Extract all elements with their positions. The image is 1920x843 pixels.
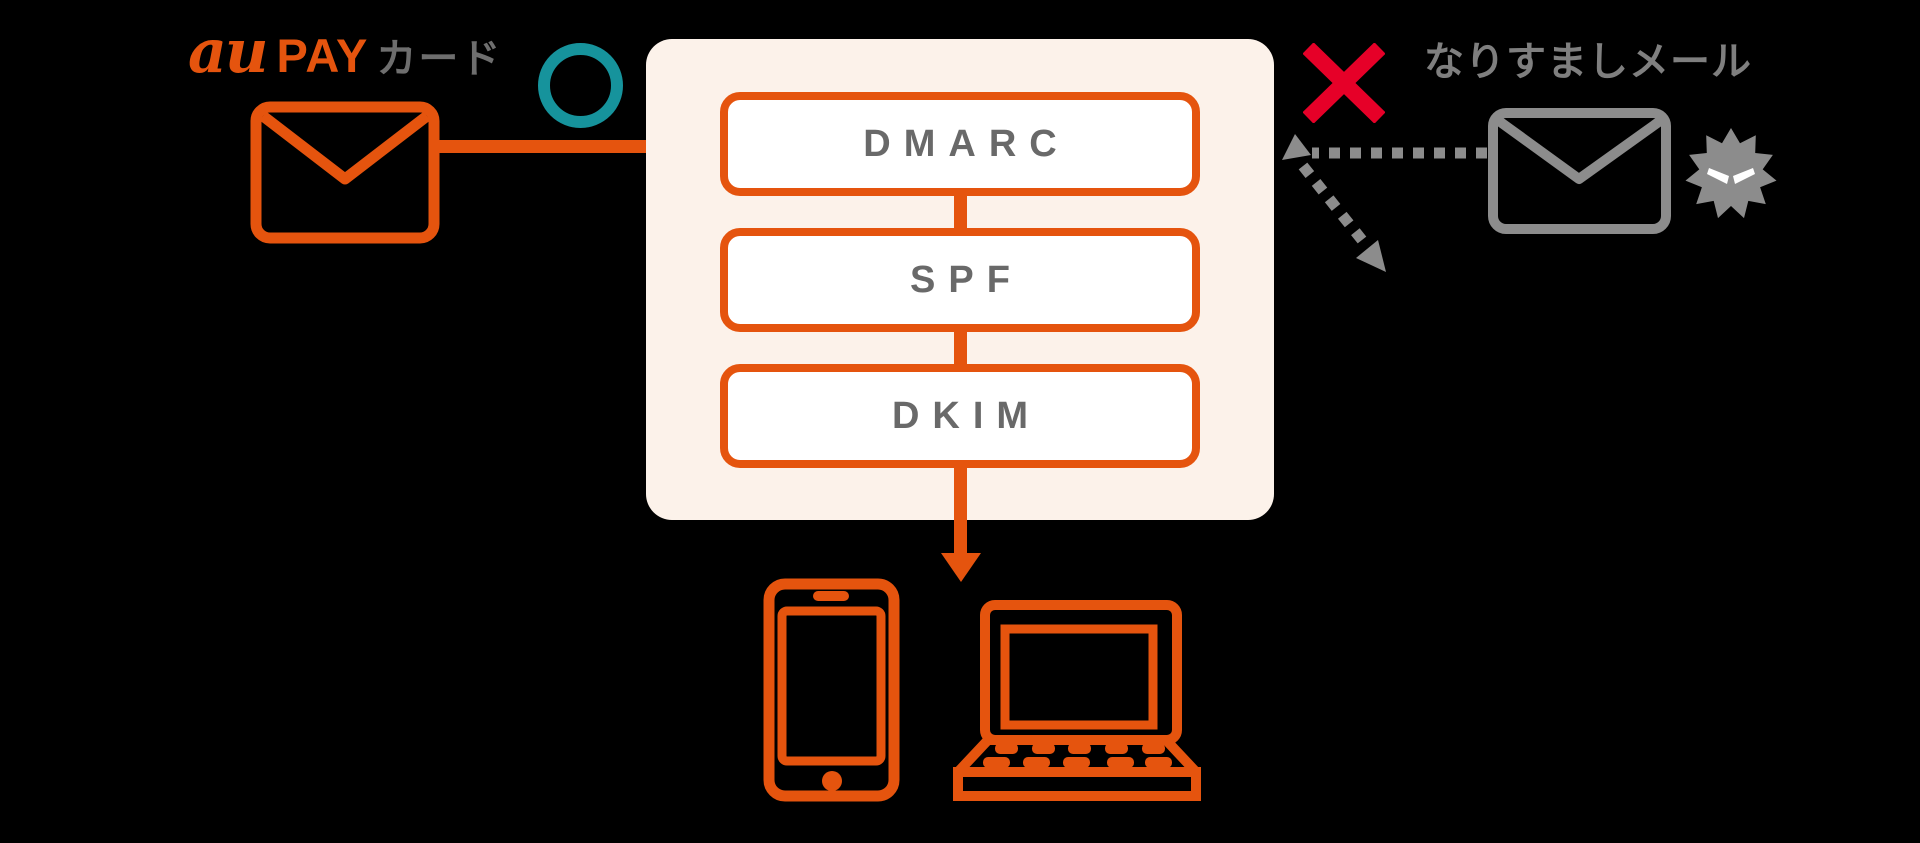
delivery-arrow-shaft [954,464,967,554]
au-pay-card-logo: au PAY カード [188,22,502,82]
dmarc-box: DMARC [720,92,1200,196]
card-label: カード [376,37,503,81]
spf-box: SPF [720,228,1200,332]
laptop-keys [983,743,1172,768]
smartphone-home-button [822,771,842,791]
dmarc-label: DMARC [863,122,1070,165]
pay-logo-text: PAY [276,29,369,82]
smartphone-icon [763,578,900,802]
spoof-envelope-icon [1488,108,1671,234]
sender-envelope-icon [250,101,440,244]
ok-circle-icon [538,43,623,128]
laptop-icon [953,600,1201,801]
spoof-mail-label: なりすましメール [1424,40,1752,84]
delivery-arrow-head [941,553,981,582]
deflect-arrowhead [1356,240,1386,272]
dkim-label: DKIM [891,394,1042,437]
dkim-box: DKIM [720,364,1200,468]
connector-dmarc-spf [954,196,967,232]
au-logo-script: au [188,17,268,87]
virus-icon [1685,128,1777,219]
connector-spf-dkim [954,328,967,368]
virus-left-eye [1707,168,1729,184]
virus-right-eye [1733,168,1755,184]
blocked-arrowhead [1282,134,1311,160]
blocked-x-icon [1303,43,1385,123]
spf-label: SPF [910,258,1023,301]
spoof-dotted-arrow [1282,134,1487,272]
smartphone-speaker [813,591,849,601]
